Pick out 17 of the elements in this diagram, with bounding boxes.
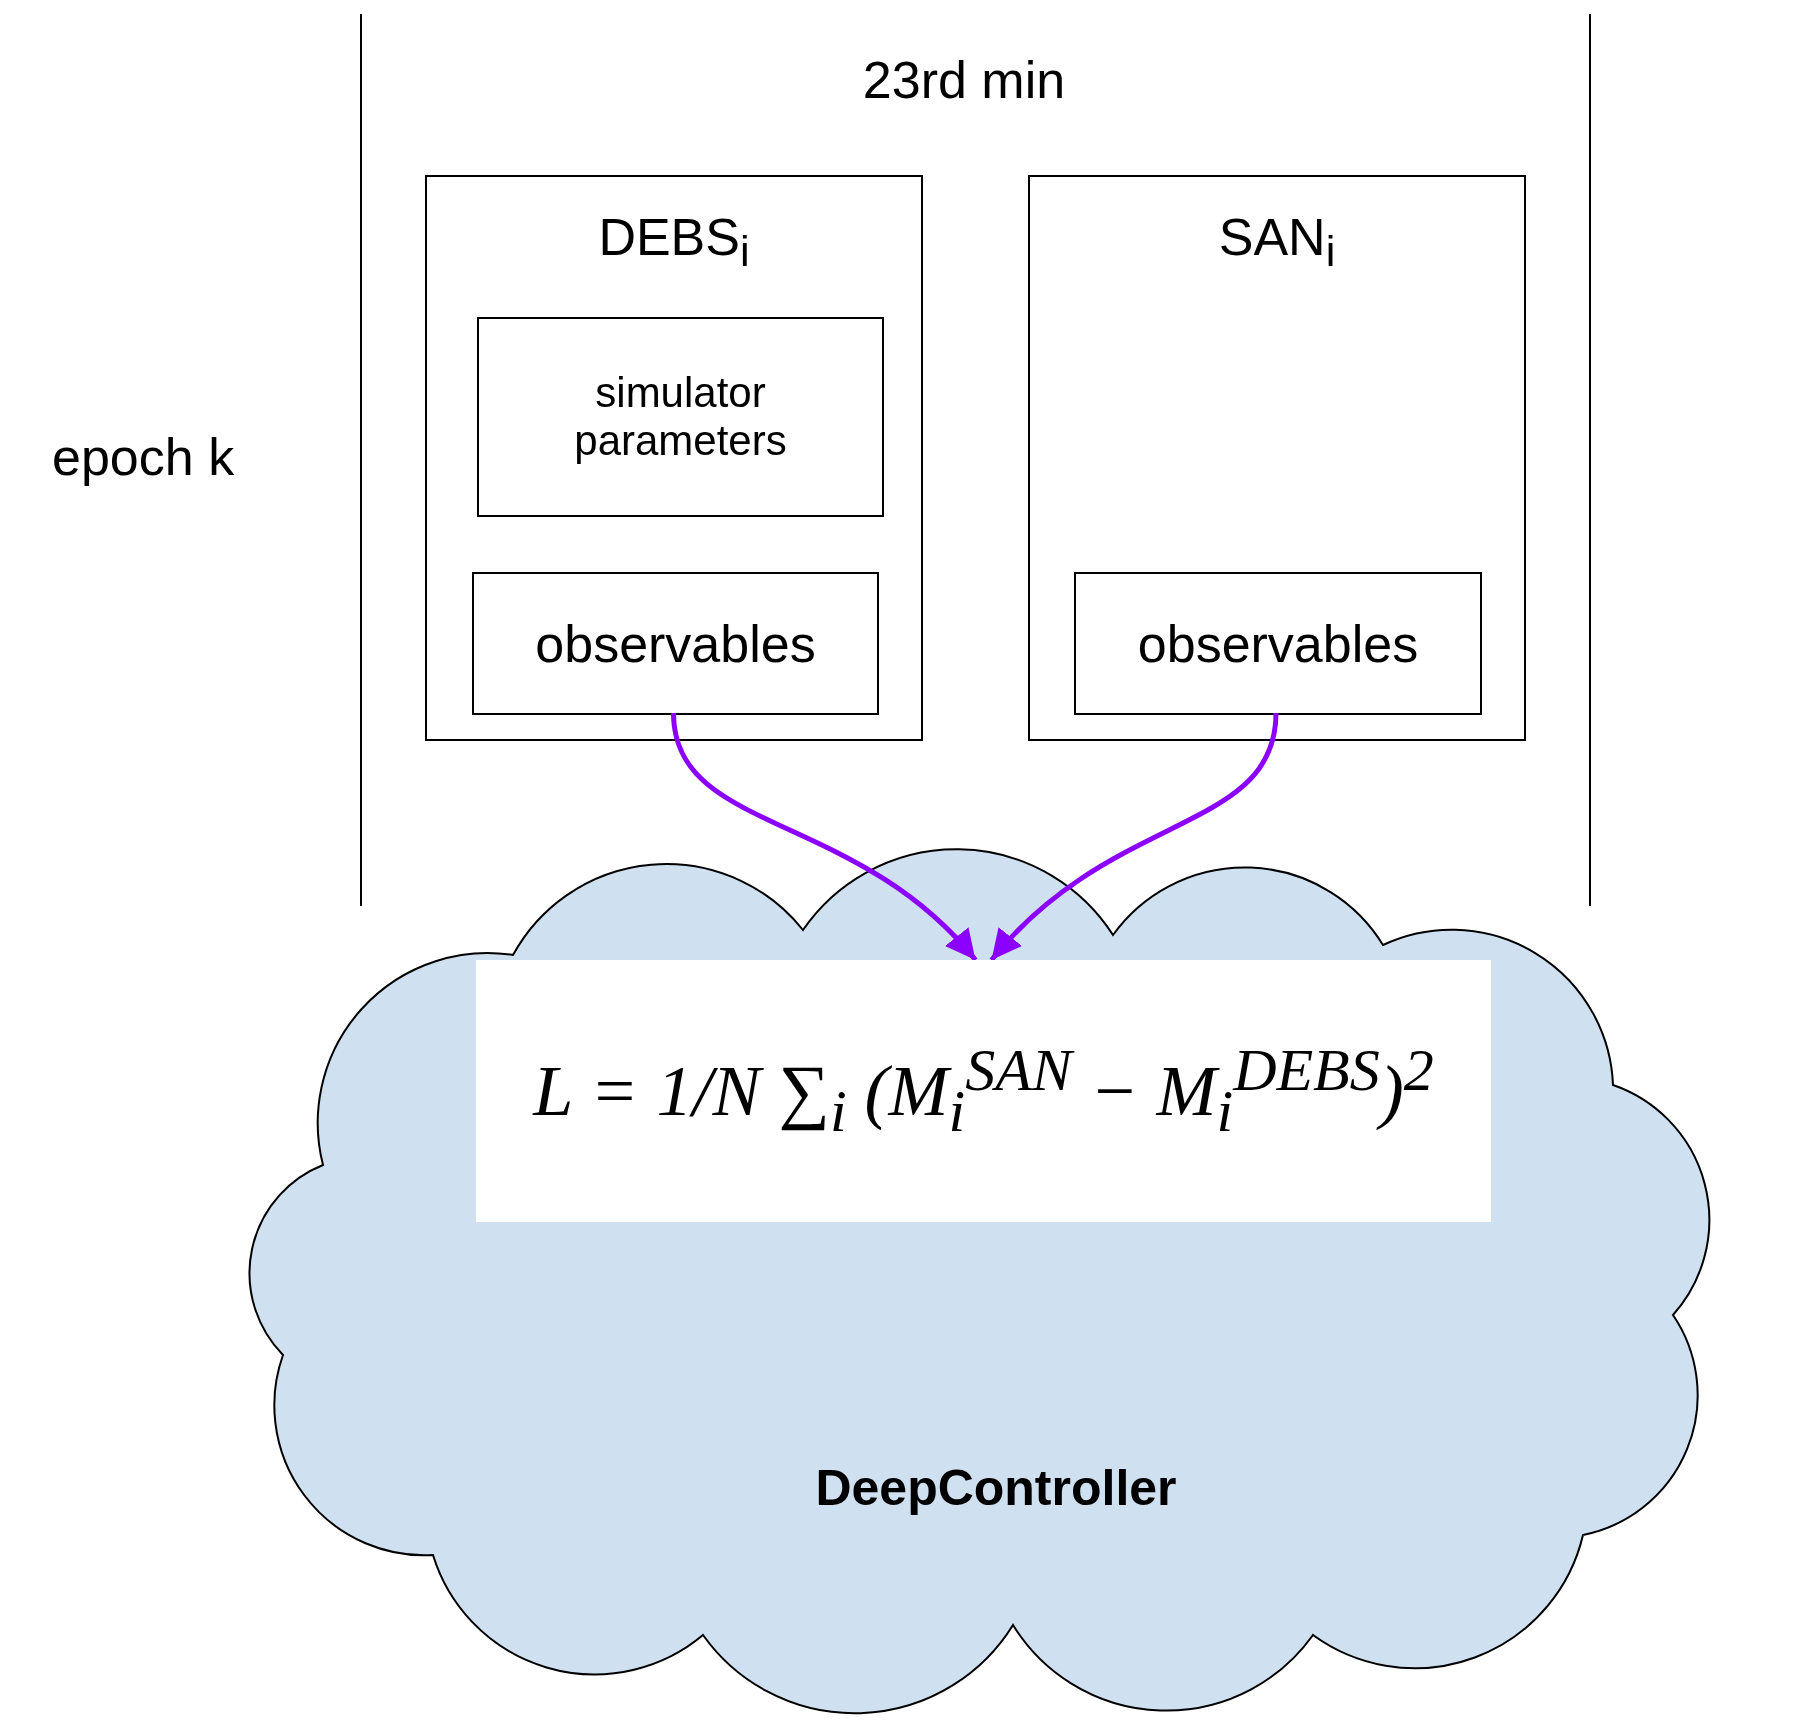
node-label: observables — [1136, 613, 1420, 674]
process-box — [1074, 572, 1482, 715]
box-title: DEBS$_{i}$ — [597, 207, 751, 277]
arrow — [989, 712, 1279, 962]
formula-box — [476, 960, 1491, 1222]
container-box — [425, 175, 923, 741]
process-box — [472, 572, 879, 715]
node-label: DeepController — [814, 1459, 1178, 1517]
text-label: 23rd min — [861, 50, 1067, 110]
node-label: simulator parameters — [573, 369, 788, 465]
text-label: epoch k — [52, 427, 235, 487]
node-label: observables — [534, 613, 817, 674]
container-box — [1028, 175, 1526, 741]
formula-text: L = 1/N ∑$_{i}$ (M$_{i}$$^{SAN}$ − M$_{i}$$^{DEBS}$)$^{2}$ — [531, 1036, 1435, 1146]
box-title: SAN$_{i}$ — [1217, 207, 1337, 277]
process-box — [477, 317, 884, 517]
arrow — [671, 712, 978, 962]
